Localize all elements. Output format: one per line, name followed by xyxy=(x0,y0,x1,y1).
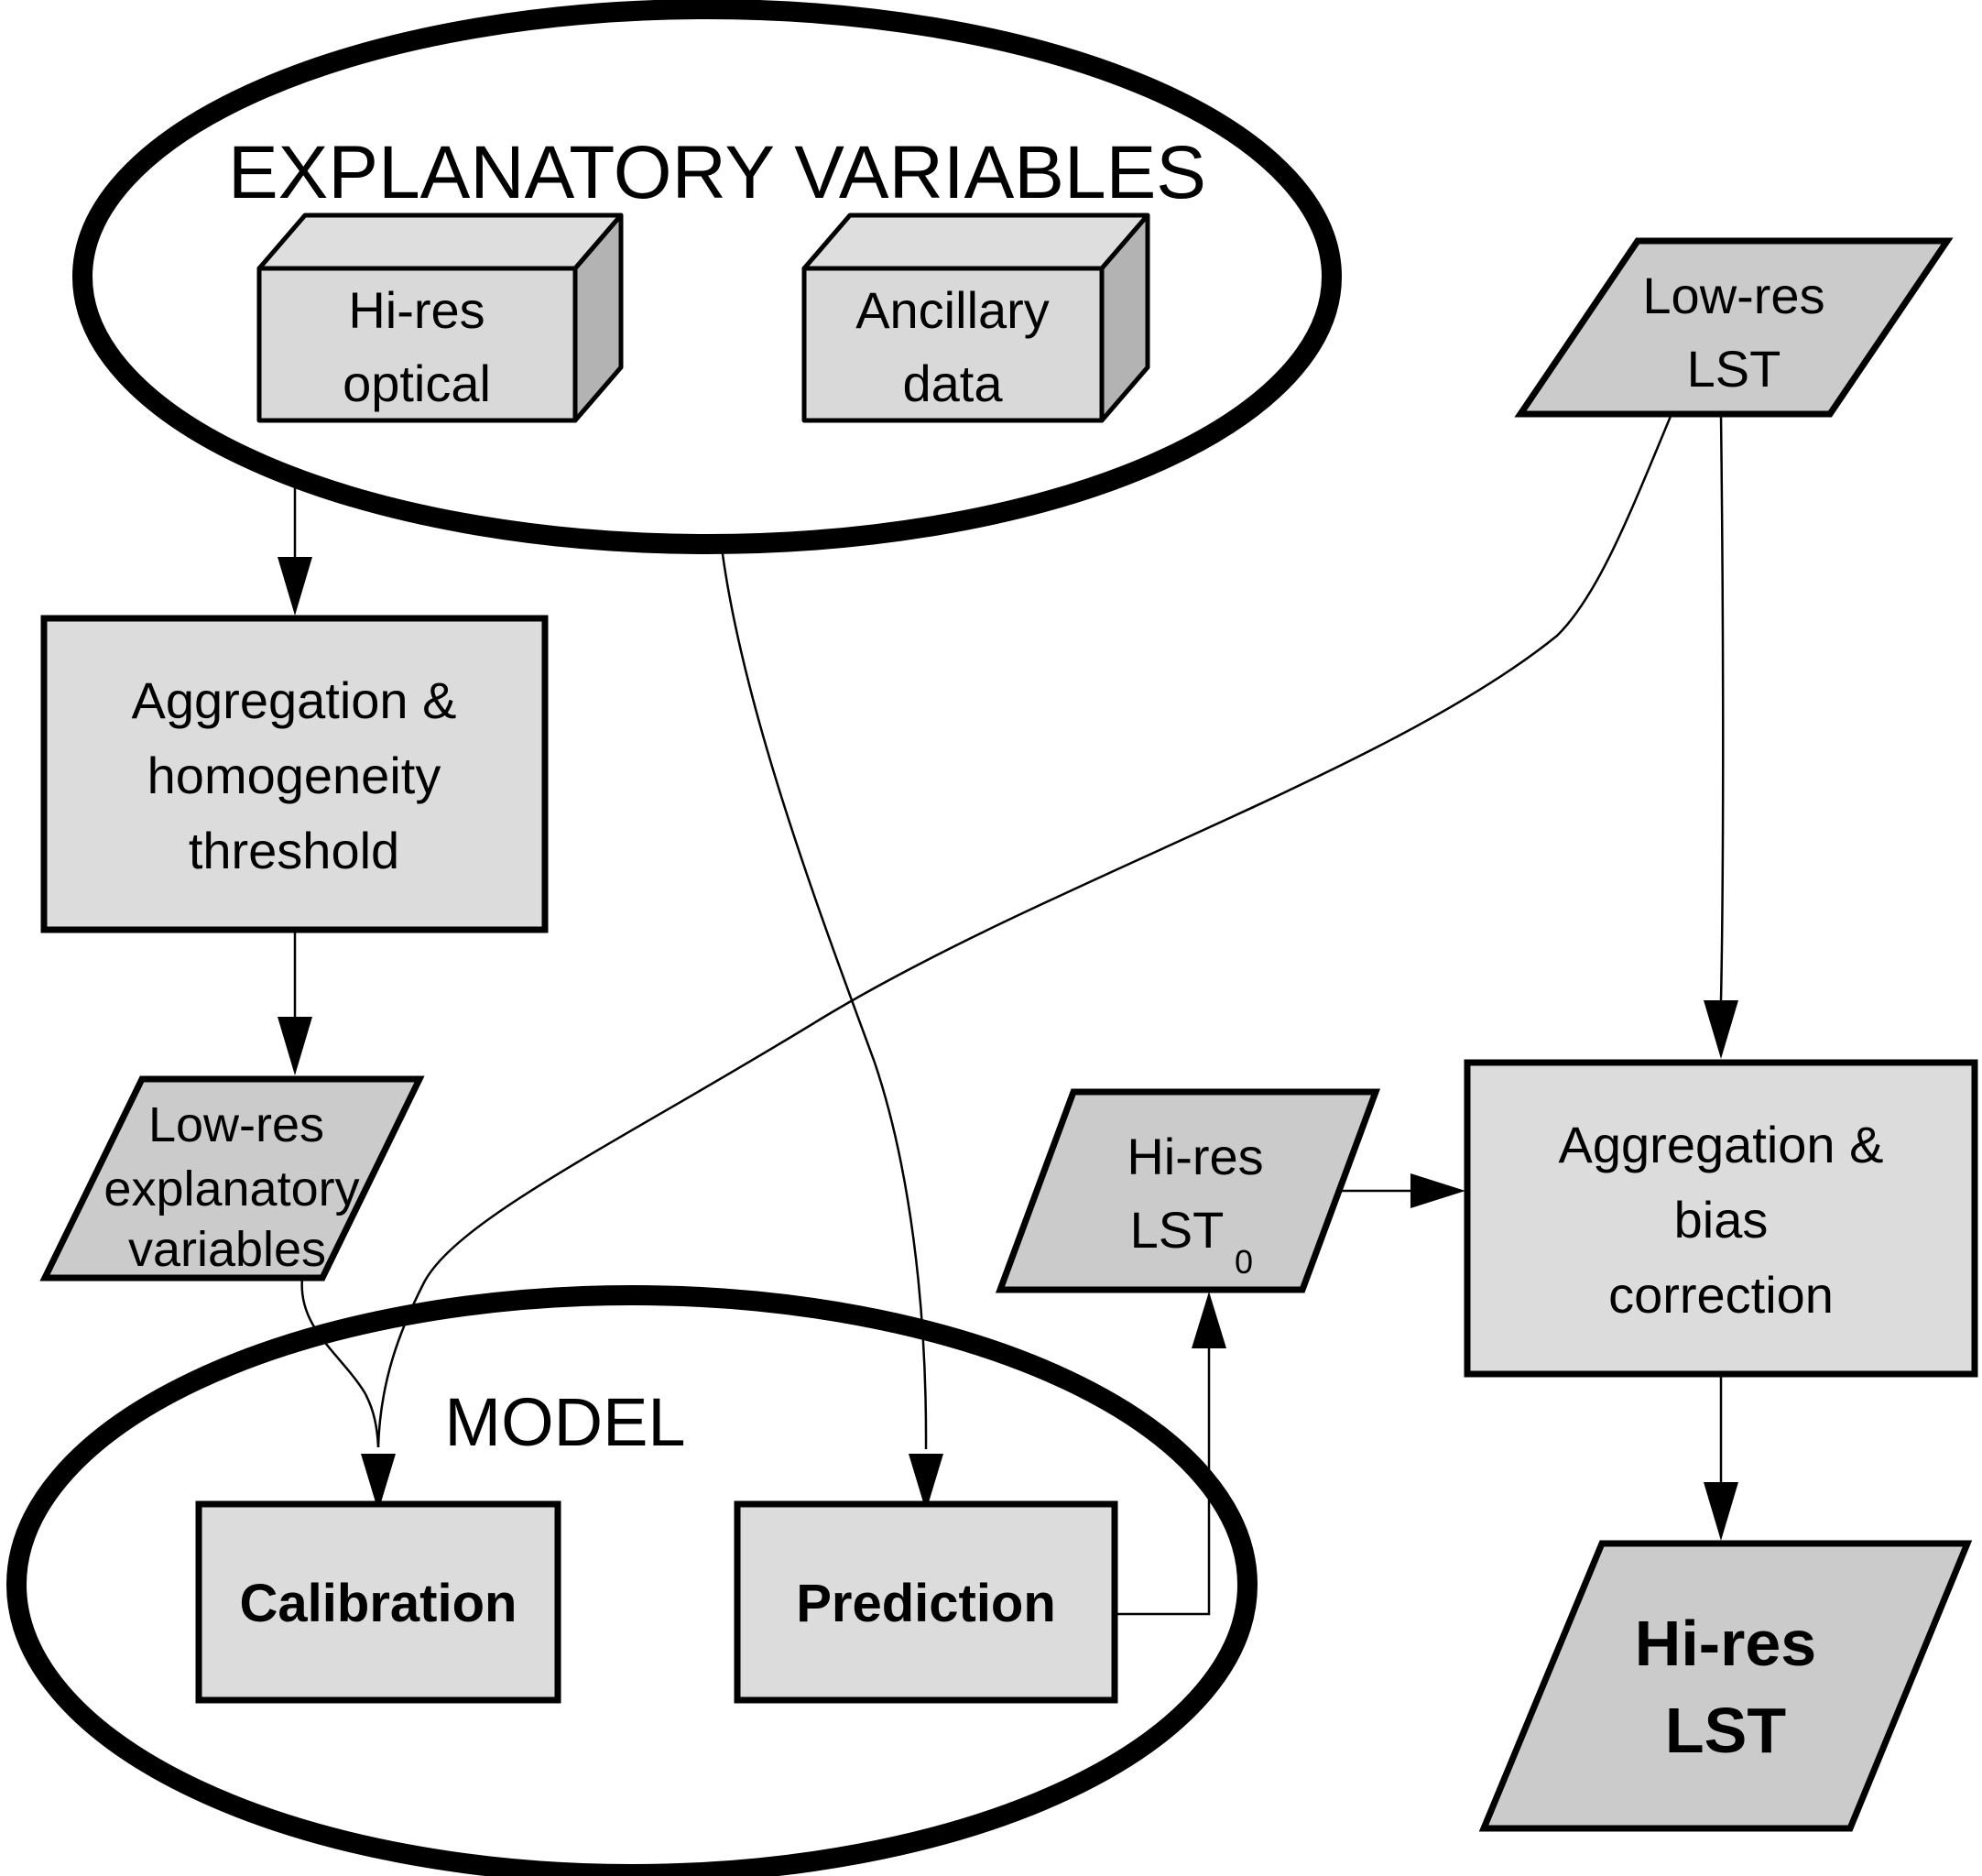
arrowhead-down-icon xyxy=(1704,1000,1738,1059)
edge-line xyxy=(300,1277,380,1448)
arrowhead-down-icon xyxy=(361,1454,396,1511)
edge-lowres-lst-to-aggregation-bias xyxy=(1704,413,1738,1059)
cube-front-face xyxy=(801,266,1105,423)
cube-top-face xyxy=(256,213,624,271)
node-label-line: variables xyxy=(128,1222,326,1277)
arrowhead-down-icon xyxy=(1704,1482,1738,1541)
edge-line xyxy=(1115,1343,1211,1616)
node-label-line: correction xyxy=(1608,1266,1834,1324)
node-aggregation-homogeneity-threshold: Aggregation & homogeneity threshold xyxy=(40,615,549,933)
edge-explanatory-variables-to-prediction xyxy=(720,547,943,1511)
node-ancillary-data: Ancillary data xyxy=(801,213,1150,423)
node-label-line: bias xyxy=(1674,1191,1769,1249)
node-label-line: homogeneity xyxy=(147,747,441,804)
parallelogram-shape xyxy=(1514,237,1954,418)
node-label-subscript: 0 xyxy=(1235,1243,1253,1281)
node-label-line: threshold xyxy=(189,822,399,879)
edge-hires-optical-to-aggregation-homogeneity xyxy=(278,477,312,616)
explanatory-variables-ellipse xyxy=(72,0,1342,554)
node-label-line: Aggregation & xyxy=(1559,1116,1884,1173)
node-label-line: data xyxy=(903,354,1004,412)
edge-aggregation-bias-to-hires-lst xyxy=(1704,1374,1738,1541)
edge-line xyxy=(720,547,928,1450)
process-box xyxy=(734,1500,1118,1704)
node-label-line: Low-res xyxy=(1642,267,1824,324)
edge-lowres-lst-to-calibration xyxy=(361,413,1673,1511)
edge-prediction-to-hires-lst0 xyxy=(1115,1292,1226,1616)
edge-hires-lst0-to-aggregation-bias xyxy=(1339,1173,1465,1208)
parallelogram-shape xyxy=(1478,1540,1973,1832)
process-box xyxy=(1464,1059,1978,1378)
node-label-line: LST xyxy=(1130,1201,1225,1259)
cube-front-face xyxy=(256,266,578,423)
node-label-line: explanatory xyxy=(103,1162,359,1216)
node-label-line: Hi-res xyxy=(348,281,485,339)
group-model: MODEL xyxy=(6,1285,1258,1876)
cube-top-face xyxy=(801,213,1150,271)
node-label: Prediction xyxy=(796,1574,1056,1633)
edge-line xyxy=(376,413,1673,1448)
edge-aggregation-homogeneity-to-lowres-explanatory xyxy=(278,930,312,1075)
node-label: Calibration xyxy=(240,1574,517,1633)
node-label-line: Hi-res xyxy=(1127,1128,1263,1185)
node-low-res-explanatory-variables: Low-res explanatory variables xyxy=(39,1075,425,1282)
node-low-res-lst: Low-res LST xyxy=(1514,237,1954,418)
arrowhead-down-icon xyxy=(909,1454,943,1511)
node-label-line: Low-res xyxy=(148,1097,324,1152)
node-aggregation-bias-correction: Aggregation & bias correction xyxy=(1464,1059,1978,1378)
process-box xyxy=(195,1500,561,1704)
edge-lowres-explanatory-to-calibration xyxy=(300,1277,380,1448)
node-label-line: LST xyxy=(1687,340,1781,398)
process-box xyxy=(40,615,549,933)
node-label-line: Ancillary xyxy=(855,281,1050,339)
group-explanatory-variables: EXPLANATORY VARIABLES xyxy=(72,0,1342,554)
parallelogram-shape xyxy=(39,1075,425,1282)
arrowhead-down-icon xyxy=(278,1017,312,1075)
arrowhead-right-icon xyxy=(1410,1173,1465,1208)
edge-line xyxy=(1719,413,1725,1002)
node-label-line: optical xyxy=(343,354,491,412)
node-hi-res-optical: Hi-res optical xyxy=(256,213,624,423)
model-ellipse xyxy=(6,1285,1258,1876)
node-prediction: Prediction xyxy=(734,1500,1118,1704)
node-label-line: LST xyxy=(1665,1695,1786,1766)
node-hi-res-lst-output: Hi-res LST xyxy=(1478,1540,1973,1832)
parallelogram-shape xyxy=(995,1088,1381,1293)
node-hi-res-lst0: Hi-res LST 0 xyxy=(995,1088,1381,1293)
arrowhead-down-icon xyxy=(278,557,312,616)
node-label-line: Hi-res xyxy=(1635,1608,1816,1679)
node-label-line: Aggregation & xyxy=(132,671,457,729)
arrowhead-up-icon xyxy=(1192,1292,1226,1348)
node-calibration: Calibration xyxy=(195,1500,561,1704)
model-title: MODEL xyxy=(444,1384,685,1460)
explanatory-variables-title: EXPLANATORY VARIABLES xyxy=(228,131,1206,214)
